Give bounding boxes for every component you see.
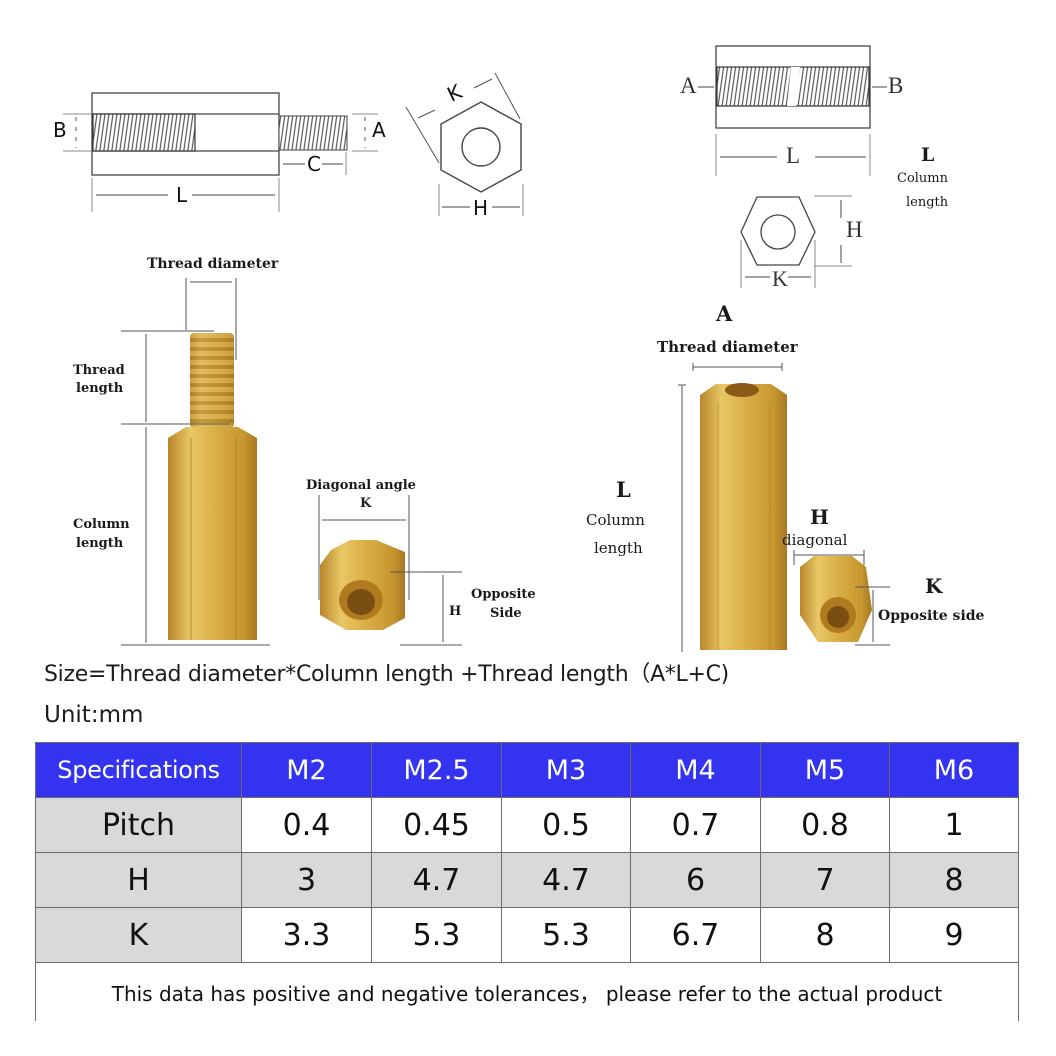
label-opposite-side: Opposite side [878,608,985,624]
table-cell: 9 [889,907,1019,963]
table-row: H 3 4.7 4.7 6 7 8 [35,852,1019,908]
dim-label-a: A [680,73,697,98]
table-cell: 4.7 [501,852,631,908]
table-cell: 6.7 [630,907,761,963]
label-column-length: length [594,539,643,557]
table-cell: 5.3 [371,907,502,963]
brass-coupler-illustration [678,363,890,652]
label-thread-length-2: length [76,381,124,396]
label-h: H [449,604,462,619]
female-standoff-drawing-svg [698,45,887,288]
label-column-length-1: Column [73,517,130,532]
table-cell: 0.4 [241,797,372,853]
standoff-drawing-svg [63,72,524,216]
label-thread-diameter: Thread diameter [147,256,279,272]
tolerance-note: This data has positive and negative tole… [35,962,1019,1021]
table-row: Pitch 0.4 0.45 0.5 0.7 0.8 1 [35,797,1019,853]
dim-label-h: H [846,217,863,242]
caption-l: L [921,144,935,166]
dim-label-b: B [888,73,904,98]
table-cell: 3 [241,852,372,908]
table-row: K 3.3 5.3 5.3 6.7 8 9 [35,907,1019,963]
header-cell: M2.5 [371,742,502,798]
label-diagonal: diagonal [782,531,848,549]
header-cell: Specifications [35,742,242,798]
dim-label-l: L [176,183,188,207]
table-cell: 5.3 [501,907,631,963]
dim-label-a: A [372,118,386,142]
table-cell: 8 [760,907,890,963]
dim-label-l: L [786,143,801,168]
label-k: K [360,496,372,511]
label-k: K [925,574,943,598]
label-opposite-1: Opposite [471,587,536,602]
dim-label-b: B [53,118,67,142]
header-cell: M3 [501,742,631,798]
specifications-table: Specifications M2 M2.5 M3 M4 M5 M6 Pitch… [35,742,1019,1021]
unit-label: Unit:mm [44,702,144,728]
table-cell: 7 [760,852,890,908]
table-cell: 8 [889,852,1019,908]
label-opposite-2: Side [490,606,522,621]
row-label: Pitch [35,797,242,853]
table-cell: 0.45 [371,797,502,853]
table-cell: 0.8 [760,797,890,853]
caption-column: Column [897,171,949,186]
label-thread-diameter: Thread diameter [657,338,798,356]
header-cell: M5 [760,742,890,798]
row-label: K [35,907,242,963]
label-a: A [716,301,733,326]
label-thread-length-1: Thread [73,363,125,378]
label-h: H [810,505,829,529]
header-cell: M6 [889,742,1019,798]
table-cell: 3.3 [241,907,372,963]
table-cell: 1 [889,797,1019,853]
brass-standoff-illustration [121,278,462,646]
size-formula: Size=Thread diameter*Column length +Thre… [44,662,729,687]
row-label: H [35,852,242,908]
table-cell: 6 [630,852,761,908]
label-l: L [616,477,631,502]
label-column-length-2: length [76,536,124,551]
table-note-row: This data has positive and negative tole… [35,962,1019,1021]
label-column: Column [586,511,645,529]
header-cell: M4 [630,742,761,798]
label-diagonal-angle: Diagonal angle [306,478,416,493]
header-cell: M2 [241,742,372,798]
table-header-row: Specifications M2 M2.5 M3 M4 M5 M6 [35,742,1019,798]
table-cell: 4.7 [371,852,502,908]
caption-length: length [906,195,949,210]
dim-label-c: C [307,152,321,176]
table-cell: 0.7 [630,797,761,853]
dim-label-h: H [473,196,489,220]
dim-label-k: K [772,266,788,291]
table-cell: 0.5 [501,797,631,853]
